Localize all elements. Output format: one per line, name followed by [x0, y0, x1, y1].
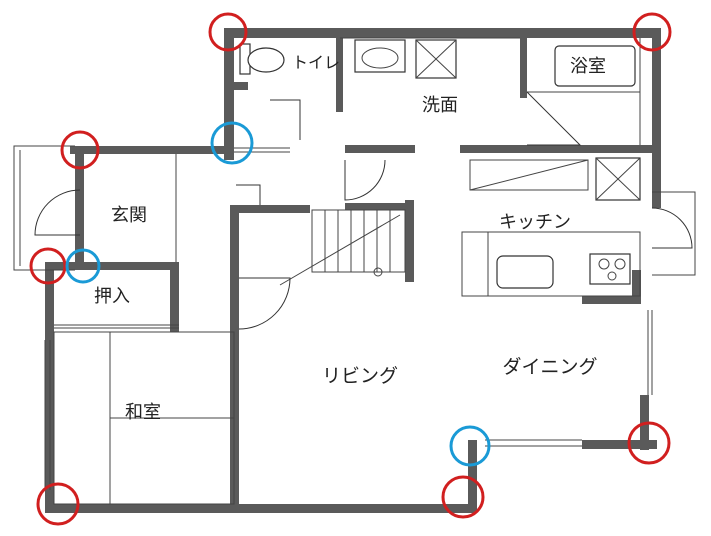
room-labels: トイレ 洗面 浴室 玄関 キッチン 押入 リビング ダイニング 和室: [94, 53, 606, 423]
wall-toilet-left: [224, 28, 234, 88]
wall-entrance-top: [70, 146, 234, 154]
red-corner-marker: [36, 482, 80, 526]
label-japanese-room: 和室: [125, 402, 161, 423]
entrance-door: [34, 189, 81, 236]
label-living: リビング: [322, 365, 398, 387]
wall-right-upper: [652, 28, 661, 208]
red-corner-marker: [441, 475, 485, 519]
wall-dining-bottom: [582, 440, 657, 449]
washroom-door: [344, 159, 386, 201]
wall-toilet-bottom: [224, 82, 248, 90]
blue-corner-marker: [65, 248, 101, 284]
wall-bottom: [45, 504, 477, 513]
wall-bath-left: [520, 38, 527, 98]
stove: [589, 253, 631, 285]
wall-top: [224, 28, 660, 38]
wall-entrance-left: [75, 146, 84, 268]
blue-corner-marker: [449, 425, 491, 467]
entrance-step: [13, 145, 75, 271]
kitchen-upper-cabinet: [469, 159, 589, 191]
red-corner-marker: [627, 421, 671, 465]
doors: [34, 91, 693, 330]
bath-door: [526, 91, 582, 146]
red-corner-marker: [29, 247, 67, 285]
thin-lines: [13, 37, 696, 505]
label-closet: 押入: [94, 286, 130, 307]
corner-markers: [29, 12, 672, 526]
wall-hall-left: [224, 82, 234, 160]
living-door: [238, 277, 291, 330]
red-corner-marker: [632, 12, 672, 52]
wall-stair-top-right: [345, 203, 413, 210]
blue-corner-marker: [210, 121, 254, 165]
wall-wash-bottom-left: [345, 145, 415, 153]
label-dining: ダイニング: [502, 356, 597, 378]
wall-closet-right: [170, 262, 179, 332]
fixtures: [239, 39, 641, 289]
hall-door: [236, 184, 261, 205]
label-entrance: 玄関: [111, 205, 147, 226]
bathtub: [554, 45, 636, 87]
label-washroom: 洗面: [422, 95, 458, 116]
red-corner-marker: [208, 12, 248, 52]
label-bathroom: 浴室: [570, 56, 606, 77]
wall-right-mid: [632, 270, 641, 304]
label-toilet: トイレ: [292, 53, 340, 72]
red-corner-marker: [60, 130, 100, 170]
hall-sliding-door: [270, 99, 301, 140]
wall-step: [468, 440, 477, 510]
wall-wash-bottom-right: [460, 145, 660, 153]
kitchen-back-door: [651, 207, 693, 249]
label-kitchen: キッチン: [499, 212, 571, 233]
wall-stair-top: [230, 205, 310, 213]
staircase: [311, 209, 406, 273]
wall-stair-right: [405, 200, 414, 282]
toilet-bowl: [247, 47, 285, 73]
washbasin: [354, 39, 406, 73]
kitchen-counter: [461, 231, 641, 297]
kitchen-sink: [496, 255, 554, 289]
wall-kitchen-bottom: [582, 296, 640, 304]
wall-toilet-right: [336, 38, 343, 112]
wall-closet-top: [45, 262, 179, 270]
